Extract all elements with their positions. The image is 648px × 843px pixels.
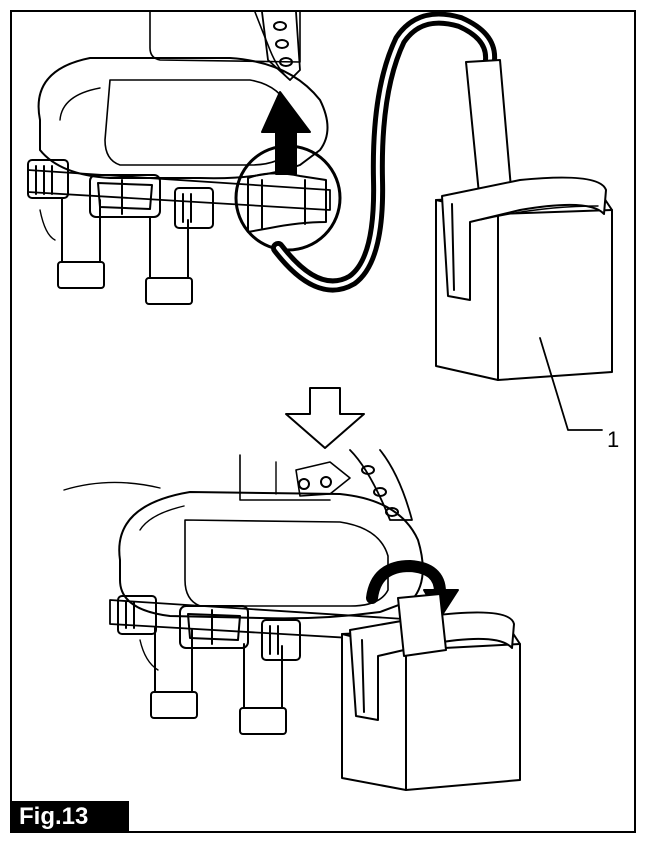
pouch-bottom [341,593,521,791]
attachment-strap [271,11,513,293]
harness-frame-bottom [63,449,424,735]
callout-number: 1 [607,427,620,452]
callout-leader [539,337,603,431]
down-arrow-icon [285,387,365,449]
harness-frame-top [27,11,331,305]
pouch-top [435,176,613,381]
up-arrow-icon [261,91,311,175]
figure-label: Fig.13 [11,801,129,832]
figure-frame [10,10,636,833]
